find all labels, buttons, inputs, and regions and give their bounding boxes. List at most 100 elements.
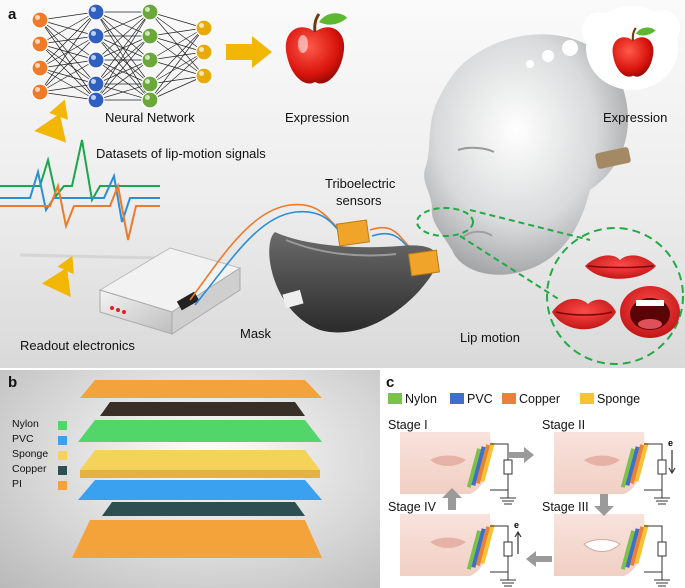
nn-node bbox=[87, 27, 105, 45]
layer-nylon bbox=[78, 420, 322, 442]
sensor-layer bbox=[475, 526, 491, 566]
legend-label: Nylon bbox=[405, 392, 437, 406]
panel-label: b bbox=[8, 374, 18, 391]
head-illustration bbox=[424, 34, 631, 275]
nn-connection bbox=[39, 11, 97, 21]
nn-node bbox=[141, 75, 159, 93]
nn-connection bbox=[149, 27, 205, 101]
nn-connection bbox=[149, 75, 205, 101]
legend-swatch bbox=[58, 466, 67, 475]
current-label: e bbox=[668, 438, 673, 448]
sensor-layer bbox=[620, 448, 636, 488]
nn-connection bbox=[39, 67, 97, 101]
legend-swatch bbox=[450, 393, 464, 404]
panel-label: a bbox=[8, 6, 17, 23]
arrow-down-icon bbox=[594, 494, 614, 516]
nn-connection bbox=[149, 51, 205, 85]
legend-item-nylon: Nylon bbox=[12, 418, 39, 430]
nn-node-highlight bbox=[35, 87, 40, 92]
lips-closed bbox=[430, 537, 466, 548]
panel-a: a Neural Network Expression Expression D… bbox=[0, 0, 685, 368]
current-label: e bbox=[514, 520, 519, 530]
nn-node bbox=[195, 19, 213, 37]
sensor-layer bbox=[471, 446, 486, 486]
readout-label: Readout electronics bbox=[20, 338, 135, 353]
nn-node-highlight bbox=[145, 95, 150, 100]
mask-illustration bbox=[269, 232, 438, 333]
legend-label: Sponge bbox=[597, 392, 641, 406]
panel-c: e e c Nylon PVC Copper Sponge Stage I Stage … bbox=[382, 370, 685, 588]
callout-line bbox=[459, 209, 591, 301]
nn-node bbox=[195, 43, 213, 61]
nn-connection bbox=[149, 27, 205, 61]
nn-connection bbox=[95, 83, 151, 101]
sensor-layer bbox=[629, 444, 645, 484]
nn-connection bbox=[95, 11, 151, 101]
nn-connection bbox=[95, 59, 151, 101]
sensor-layer bbox=[634, 524, 649, 565]
sensor-layer bbox=[466, 530, 482, 570]
apple-icon bbox=[612, 27, 656, 77]
legend-swatch bbox=[58, 481, 67, 490]
nn-connection bbox=[95, 59, 151, 85]
nn-node-highlight bbox=[145, 7, 150, 12]
lip-motion-circle bbox=[546, 227, 684, 365]
legend-label: Copper bbox=[519, 392, 560, 406]
nn-node bbox=[31, 11, 49, 29]
stage-1-drawing bbox=[400, 432, 516, 505]
legend-item-sponge: Sponge bbox=[580, 392, 640, 406]
current-arrow-icon bbox=[668, 450, 676, 475]
legend-item-pvc: PVC bbox=[450, 392, 493, 406]
stage-2-drawing: e bbox=[554, 432, 676, 505]
lip-motion-signals bbox=[0, 139, 161, 260]
layer-stack-illustration bbox=[72, 380, 322, 558]
stage-label: Stage I bbox=[388, 418, 428, 432]
legend-label: Copper bbox=[12, 463, 47, 475]
layer-pvc-bottom bbox=[78, 480, 322, 500]
nn-connection bbox=[95, 35, 151, 85]
nn-node-highlight bbox=[91, 79, 96, 84]
layer-sponge-side bbox=[80, 470, 320, 478]
nn-node-highlight bbox=[91, 7, 96, 12]
stage-label: Stage III bbox=[542, 500, 589, 514]
nn-connection bbox=[39, 11, 97, 69]
legend-item-copper: Copper bbox=[502, 392, 560, 406]
resistor-icon bbox=[657, 459, 667, 475]
arrow-up-icon bbox=[34, 99, 69, 143]
arrow-right-icon bbox=[508, 447, 534, 463]
legend-label: Sponge bbox=[12, 448, 49, 460]
nn-node-highlight bbox=[199, 47, 204, 52]
neural-network-diagram bbox=[31, 3, 213, 109]
legend-item-copper: Copper bbox=[12, 463, 46, 475]
arrow-left-icon bbox=[526, 551, 552, 567]
panel-a-illustration bbox=[0, 3, 684, 365]
nn-node bbox=[141, 51, 159, 69]
layer-sponge bbox=[80, 450, 320, 470]
sensor-layer bbox=[480, 442, 495, 483]
nn-connection bbox=[149, 11, 205, 29]
sensor-layer bbox=[466, 448, 482, 488]
legend-swatch bbox=[388, 393, 402, 404]
nn-node-highlight bbox=[145, 31, 150, 36]
circuit-wire bbox=[490, 525, 516, 587]
sensor-layer bbox=[620, 530, 636, 570]
arrow-up-icon bbox=[41, 255, 74, 298]
panel-label: c bbox=[386, 374, 395, 391]
triboelectric-sensor bbox=[336, 219, 370, 247]
stage-3-drawing bbox=[554, 514, 670, 587]
nn-connection bbox=[95, 35, 151, 101]
nn-connection bbox=[149, 27, 205, 85]
nn-node bbox=[141, 3, 159, 21]
legend-label: PVC bbox=[467, 392, 493, 406]
nn-node bbox=[141, 91, 159, 109]
nn-connection bbox=[39, 11, 97, 93]
nn-connection bbox=[149, 75, 205, 85]
stage-4-drawing: e bbox=[400, 514, 522, 587]
legend-swatch bbox=[580, 393, 594, 404]
sensor-layer bbox=[475, 444, 491, 484]
lip-motion-label: Lip motion bbox=[460, 330, 520, 345]
nn-node bbox=[31, 83, 49, 101]
expression-label: Expression bbox=[285, 110, 350, 125]
stage-label: Stage IV bbox=[388, 500, 436, 514]
